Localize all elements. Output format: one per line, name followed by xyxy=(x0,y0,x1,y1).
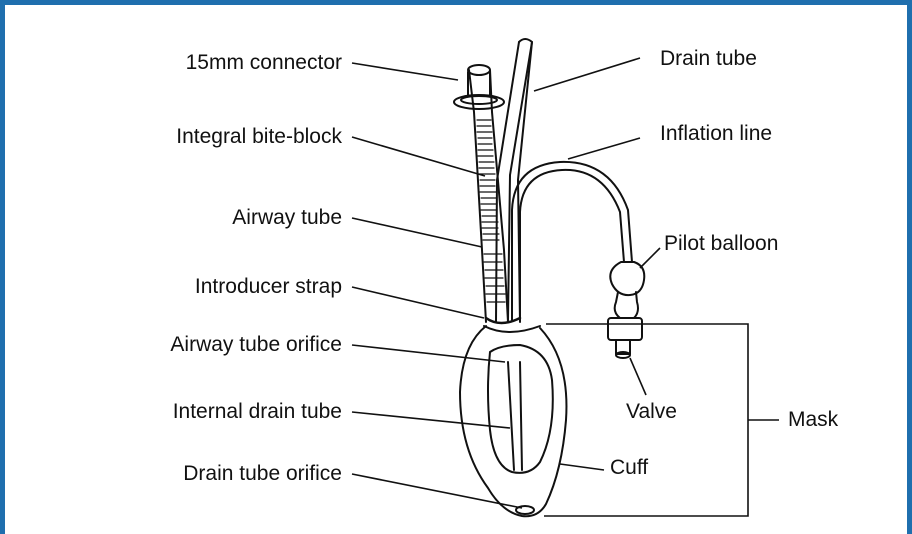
label-inflation-line: Inflation line xyxy=(660,122,772,146)
label-airway-tube-orifice: Airway tube orifice xyxy=(170,333,342,357)
drain-tube-shape xyxy=(496,39,532,322)
label-cuff: Cuff xyxy=(610,456,648,480)
label-valve: Valve xyxy=(626,400,677,424)
label-15mm-connector: 15mm connector xyxy=(186,51,342,75)
label-airway-tube: Airway tube xyxy=(232,206,342,230)
label-drain-tube: Drain tube xyxy=(660,47,757,71)
mask-shape xyxy=(460,326,566,516)
pilot-balloon-shape xyxy=(610,262,644,318)
label-drain-tube-orifice: Drain tube orifice xyxy=(183,462,342,486)
label-introducer-strap: Introducer strap xyxy=(195,275,342,299)
label-mask: Mask xyxy=(788,408,838,432)
label-pilot-balloon: Pilot balloon xyxy=(664,232,778,256)
inflation-line-shape xyxy=(512,162,632,320)
label-integral-bite-block: Integral bite-block xyxy=(176,125,342,149)
label-internal-drain-tube: Internal drain tube xyxy=(173,400,342,424)
